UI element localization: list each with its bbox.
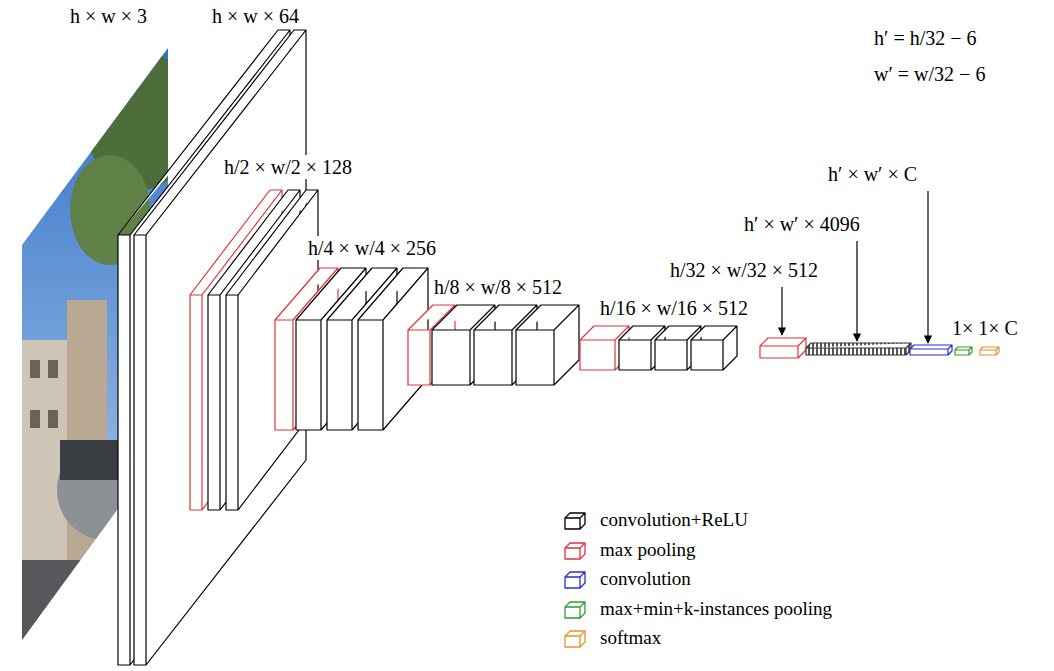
photo-car-window <box>60 440 120 480</box>
legend-text: max pooling <box>600 538 696 562</box>
conv-block <box>691 326 737 370</box>
dimension-label: h/8 × w/8 × 512 <box>432 275 564 299</box>
swatch-cube <box>565 543 585 559</box>
swatch-cube <box>565 631 585 647</box>
dimension-label: h/2 × w/2 × 128 <box>222 155 354 179</box>
conv-block <box>516 305 579 385</box>
leader-arrow <box>781 287 782 335</box>
dimension-label: h × w × 3 <box>68 4 149 28</box>
legend-row: max pooling <box>562 538 696 562</box>
legend-text: convolution+ReLU <box>600 508 748 532</box>
pool-block <box>760 338 806 358</box>
swatch-cube <box>565 572 585 588</box>
dimension-label: h′ × w′ × 4096 <box>742 212 862 236</box>
softmax-block <box>980 347 999 355</box>
legend-swatch <box>562 598 588 620</box>
dimension-label: 1× 1× C <box>950 316 1020 340</box>
legend-row: softmax <box>562 626 661 650</box>
legend-text: convolution <box>600 567 691 591</box>
photo-window <box>30 360 40 378</box>
dimension-label: h/4 × w/4 × 256 <box>306 236 438 260</box>
swatch-cube <box>565 602 585 618</box>
legend-text: max+min+k-instances pooling <box>600 597 832 621</box>
leader-arrow <box>927 191 928 343</box>
dimension-label: h/16 × w/16 × 512 <box>598 296 750 320</box>
dimension-label: h′ × w′ × C <box>826 162 919 186</box>
dimension-label: h × w × 64 <box>210 4 301 28</box>
legend-text: softmax <box>600 626 661 650</box>
photo-window <box>48 360 58 378</box>
legend-swatch <box>562 539 588 561</box>
legend-swatch <box>562 509 588 531</box>
legend-swatch <box>562 568 588 590</box>
photo-window <box>48 410 58 428</box>
dimension-label: h/32 × w/32 × 512 <box>668 258 820 282</box>
legend-row: convolution <box>562 567 691 591</box>
leader-arrow <box>856 241 857 341</box>
dimension-label: h′ = h/32 − 6 <box>872 26 979 50</box>
dimension-label: w′ = w/32 − 6 <box>872 62 987 86</box>
conv-block <box>910 345 952 355</box>
swatch-cube <box>565 513 585 529</box>
fc-block <box>806 343 911 355</box>
legend-row: max+min+k-instances pooling <box>562 597 832 621</box>
legend-swatch <box>562 627 588 649</box>
instance-pool-block <box>955 347 972 355</box>
photo-window <box>30 410 40 428</box>
legend-row: convolution+ReLU <box>562 508 748 532</box>
